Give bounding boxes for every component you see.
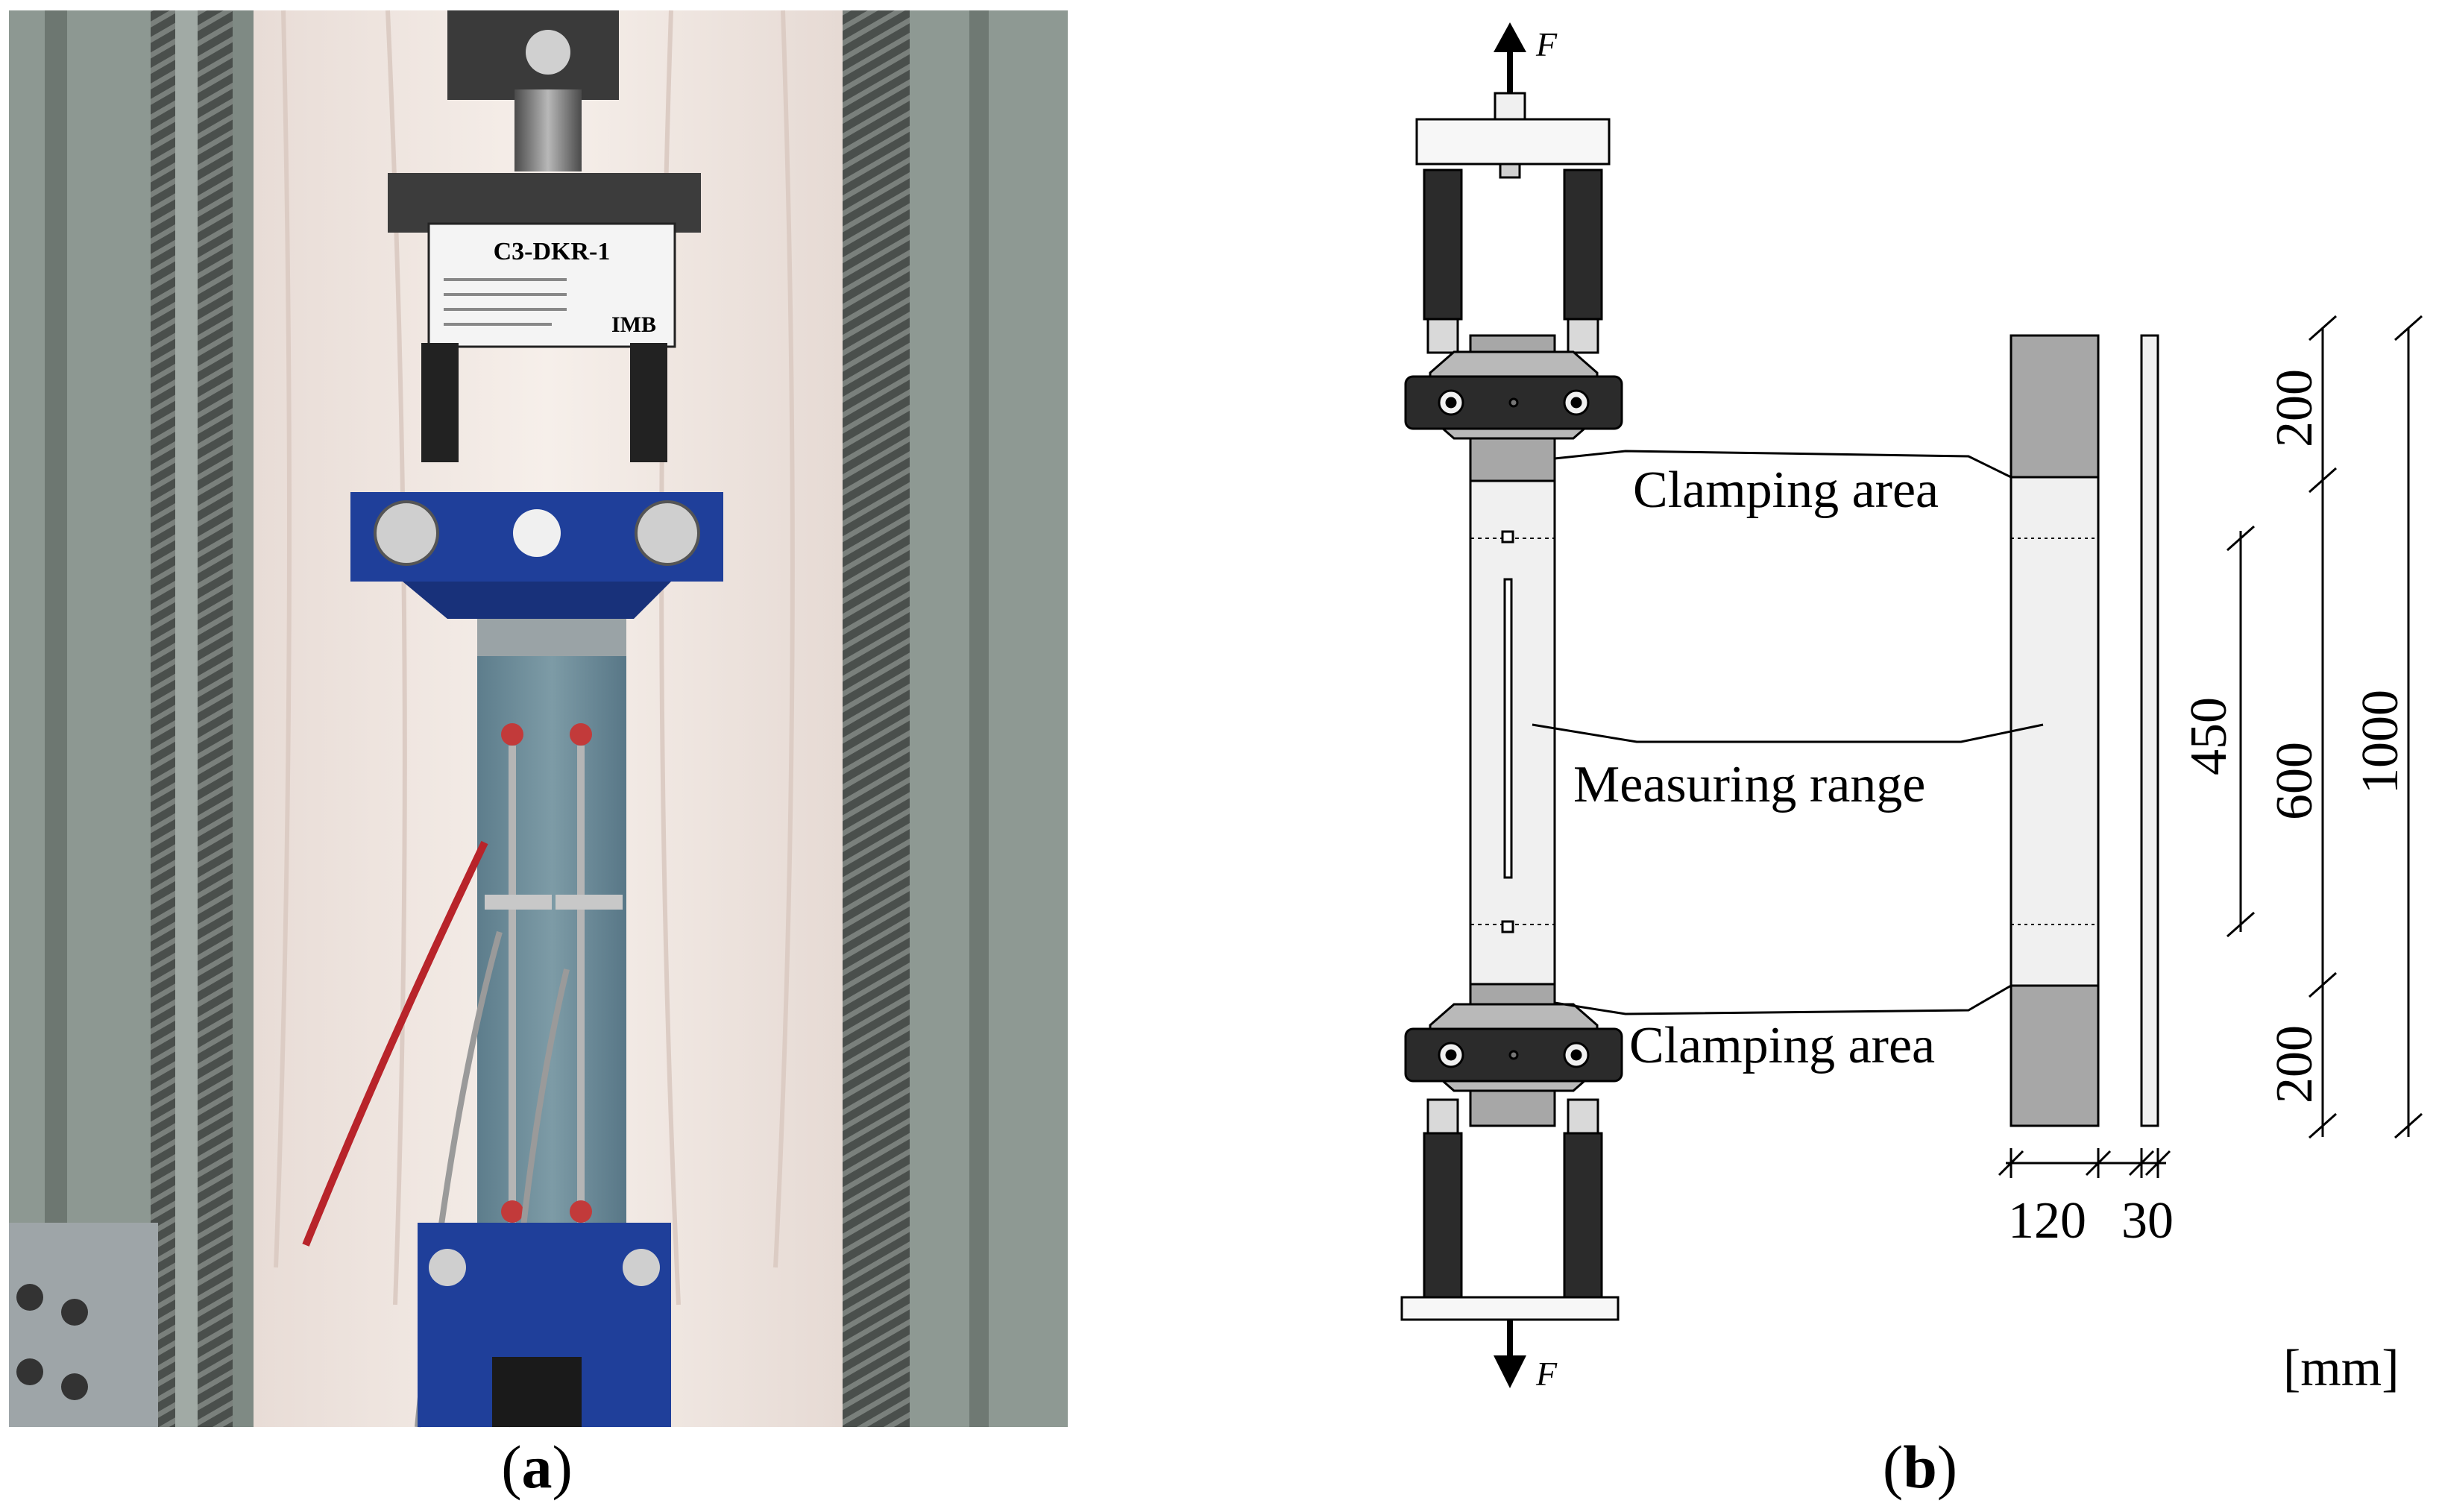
specimen-diagram: F: [1400, 22, 2423, 1393]
dimension-labels: 200 450 600 1000 200 120 30 [mm]: [2008, 369, 2409, 1397]
top-loading-plate: [1415, 118, 1611, 166]
specimen-tag: [427, 222, 676, 348]
specimen-tag-text: C3-DKR-1: [494, 238, 611, 265]
label-clamping-area-bottom: Clamping area: [1629, 1017, 1935, 1074]
test-setup-photo: C3-DKR-1 IMB: [9, 10, 1068, 1428]
label-clamping-area-top: Clamping area: [1633, 462, 1939, 519]
unit-label: [mm]: [2283, 1340, 2399, 1397]
left-frame: [9, 10, 151, 1427]
lower-rod-right: [1563, 1132, 1603, 1299]
dim-450: 450: [2180, 697, 2238, 775]
left-rod: [421, 343, 459, 462]
upper-rod-right: [1563, 168, 1603, 321]
callout-labels: Clamping area Measuring range Clamping a…: [1573, 462, 1939, 1074]
extensometer: [1503, 578, 1513, 879]
dim-1000: 1000: [2352, 690, 2409, 794]
caption-b: (b): [1883, 1433, 1957, 1501]
extensometer-left: [509, 746, 516, 1223]
lower-rod-left: [1423, 1132, 1463, 1299]
dim-30: 30: [2121, 1192, 2174, 1250]
right-rod: [630, 343, 667, 462]
dim-200-top: 200: [2266, 369, 2323, 447]
force-label-bottom: F: [1535, 1355, 1558, 1393]
dim-120: 120: [2008, 1192, 2086, 1250]
specimen-thickness-view: [2140, 334, 2159, 1127]
bottom-loading-plate: [1400, 1296, 1620, 1321]
dim-200-bottom: 200: [2266, 1025, 2323, 1103]
institute-logo: IMB: [611, 312, 656, 337]
label-measuring-range: Measuring range: [1573, 756, 1925, 813]
upper-rod-left: [1423, 168, 1463, 321]
force-label-top: F: [1535, 25, 1558, 63]
extensometer-right: [577, 746, 585, 1223]
caption-a: (a): [501, 1433, 573, 1501]
dim-600: 600: [2266, 742, 2323, 820]
right-louver: [843, 10, 910, 1427]
red-cable: [302, 840, 488, 1247]
